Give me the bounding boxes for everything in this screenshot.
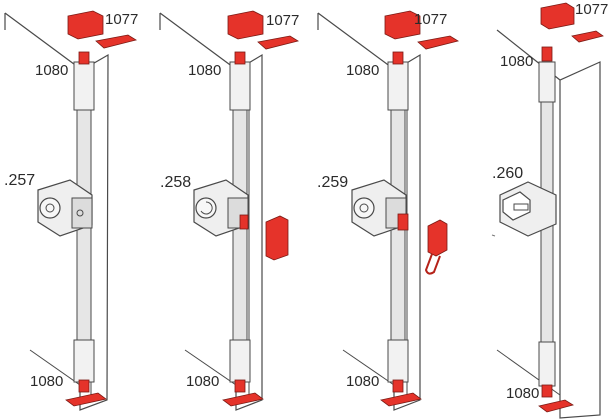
- frame-bottom-line: [29, 349, 81, 386]
- panel-3-rod-top-label: 1080: [346, 62, 380, 79]
- panel-2-top-code-label: 1077: [266, 12, 300, 29]
- panel-1-top-code-label: 1077: [105, 11, 139, 28]
- frame-bottom-line: [342, 349, 395, 386]
- panel-2-rod-top-label: 1080: [188, 62, 222, 79]
- upper-rod-guide: [387, 61, 409, 111]
- upper-rod-guide: [229, 61, 251, 111]
- panel-1-rod-top-label: 1080: [35, 62, 69, 79]
- cylinder-icon: [195, 197, 217, 219]
- top-keeper-block: [227, 10, 264, 40]
- top-strike-plate: [95, 34, 138, 49]
- hook-loop: [424, 253, 441, 275]
- rod-tip-top: [392, 51, 404, 65]
- frame-bottom-line: [184, 349, 237, 386]
- panel-2: [159, 10, 300, 411]
- cylinder-icon: [39, 197, 61, 219]
- panel-1-rod-bottom-label: 1080: [30, 373, 64, 390]
- upper-rod-guide: [538, 61, 556, 103]
- side-keeper-block: [265, 215, 289, 261]
- rod-tip-top: [541, 46, 553, 62]
- bottom-strike-plate: [380, 392, 422, 407]
- top-keeper-block: [540, 2, 575, 30]
- rod-tip-bottom: [392, 379, 404, 393]
- lower-rod-guide: [538, 341, 556, 387]
- bottom-strike-plate: [65, 392, 107, 407]
- panel-3-rod-bottom-label: 1080: [346, 373, 380, 390]
- panel-3-top-code-label: 1077: [414, 11, 448, 28]
- panel-1: [4, 10, 138, 411]
- panel-4-model-label: .260: [492, 165, 524, 182]
- panel-4-rod-bottom-label: 1080: [506, 385, 540, 402]
- cylinder-icon: [353, 197, 375, 219]
- rod-tip-bottom: [541, 384, 553, 398]
- bottom-strike-plate: [222, 392, 264, 407]
- top-keeper-block: [384, 10, 421, 40]
- upper-rod-guide: [73, 61, 95, 111]
- panel-2-model-label: .258: [160, 174, 192, 191]
- rod-tip-top: [234, 51, 246, 65]
- top-keeper-block: [67, 10, 104, 40]
- panel-4-rod-top-label: 1080: [500, 53, 534, 70]
- lower-rod-guide: [73, 339, 95, 383]
- lower-rod-guide: [229, 339, 251, 383]
- lock-body: [37, 179, 93, 237]
- top-strike-plate: [571, 30, 604, 43]
- lock-body: [193, 179, 249, 237]
- bottom-strike-plate: [538, 399, 574, 413]
- lock-body: [499, 181, 557, 237]
- panel-2-rod-bottom-label: 1080: [186, 373, 220, 390]
- lock-body: [351, 179, 409, 237]
- panel-4-top-code-label: 1077: [575, 1, 609, 18]
- panel-3: [317, 10, 460, 411]
- top-strike-plate: [417, 35, 460, 50]
- rod-tip-top: [78, 51, 90, 65]
- panel-3-model-label: .259: [317, 174, 349, 191]
- panel-1-model-label: .257: [4, 172, 36, 189]
- rod-tip-bottom: [234, 379, 246, 393]
- tick-mark: [491, 234, 496, 237]
- top-strike-plate: [257, 35, 300, 50]
- rod-tip-bottom: [78, 379, 90, 393]
- lower-rod-guide: [387, 339, 409, 383]
- hook-keeper: [427, 219, 448, 257]
- panel-4: [496, 2, 604, 419]
